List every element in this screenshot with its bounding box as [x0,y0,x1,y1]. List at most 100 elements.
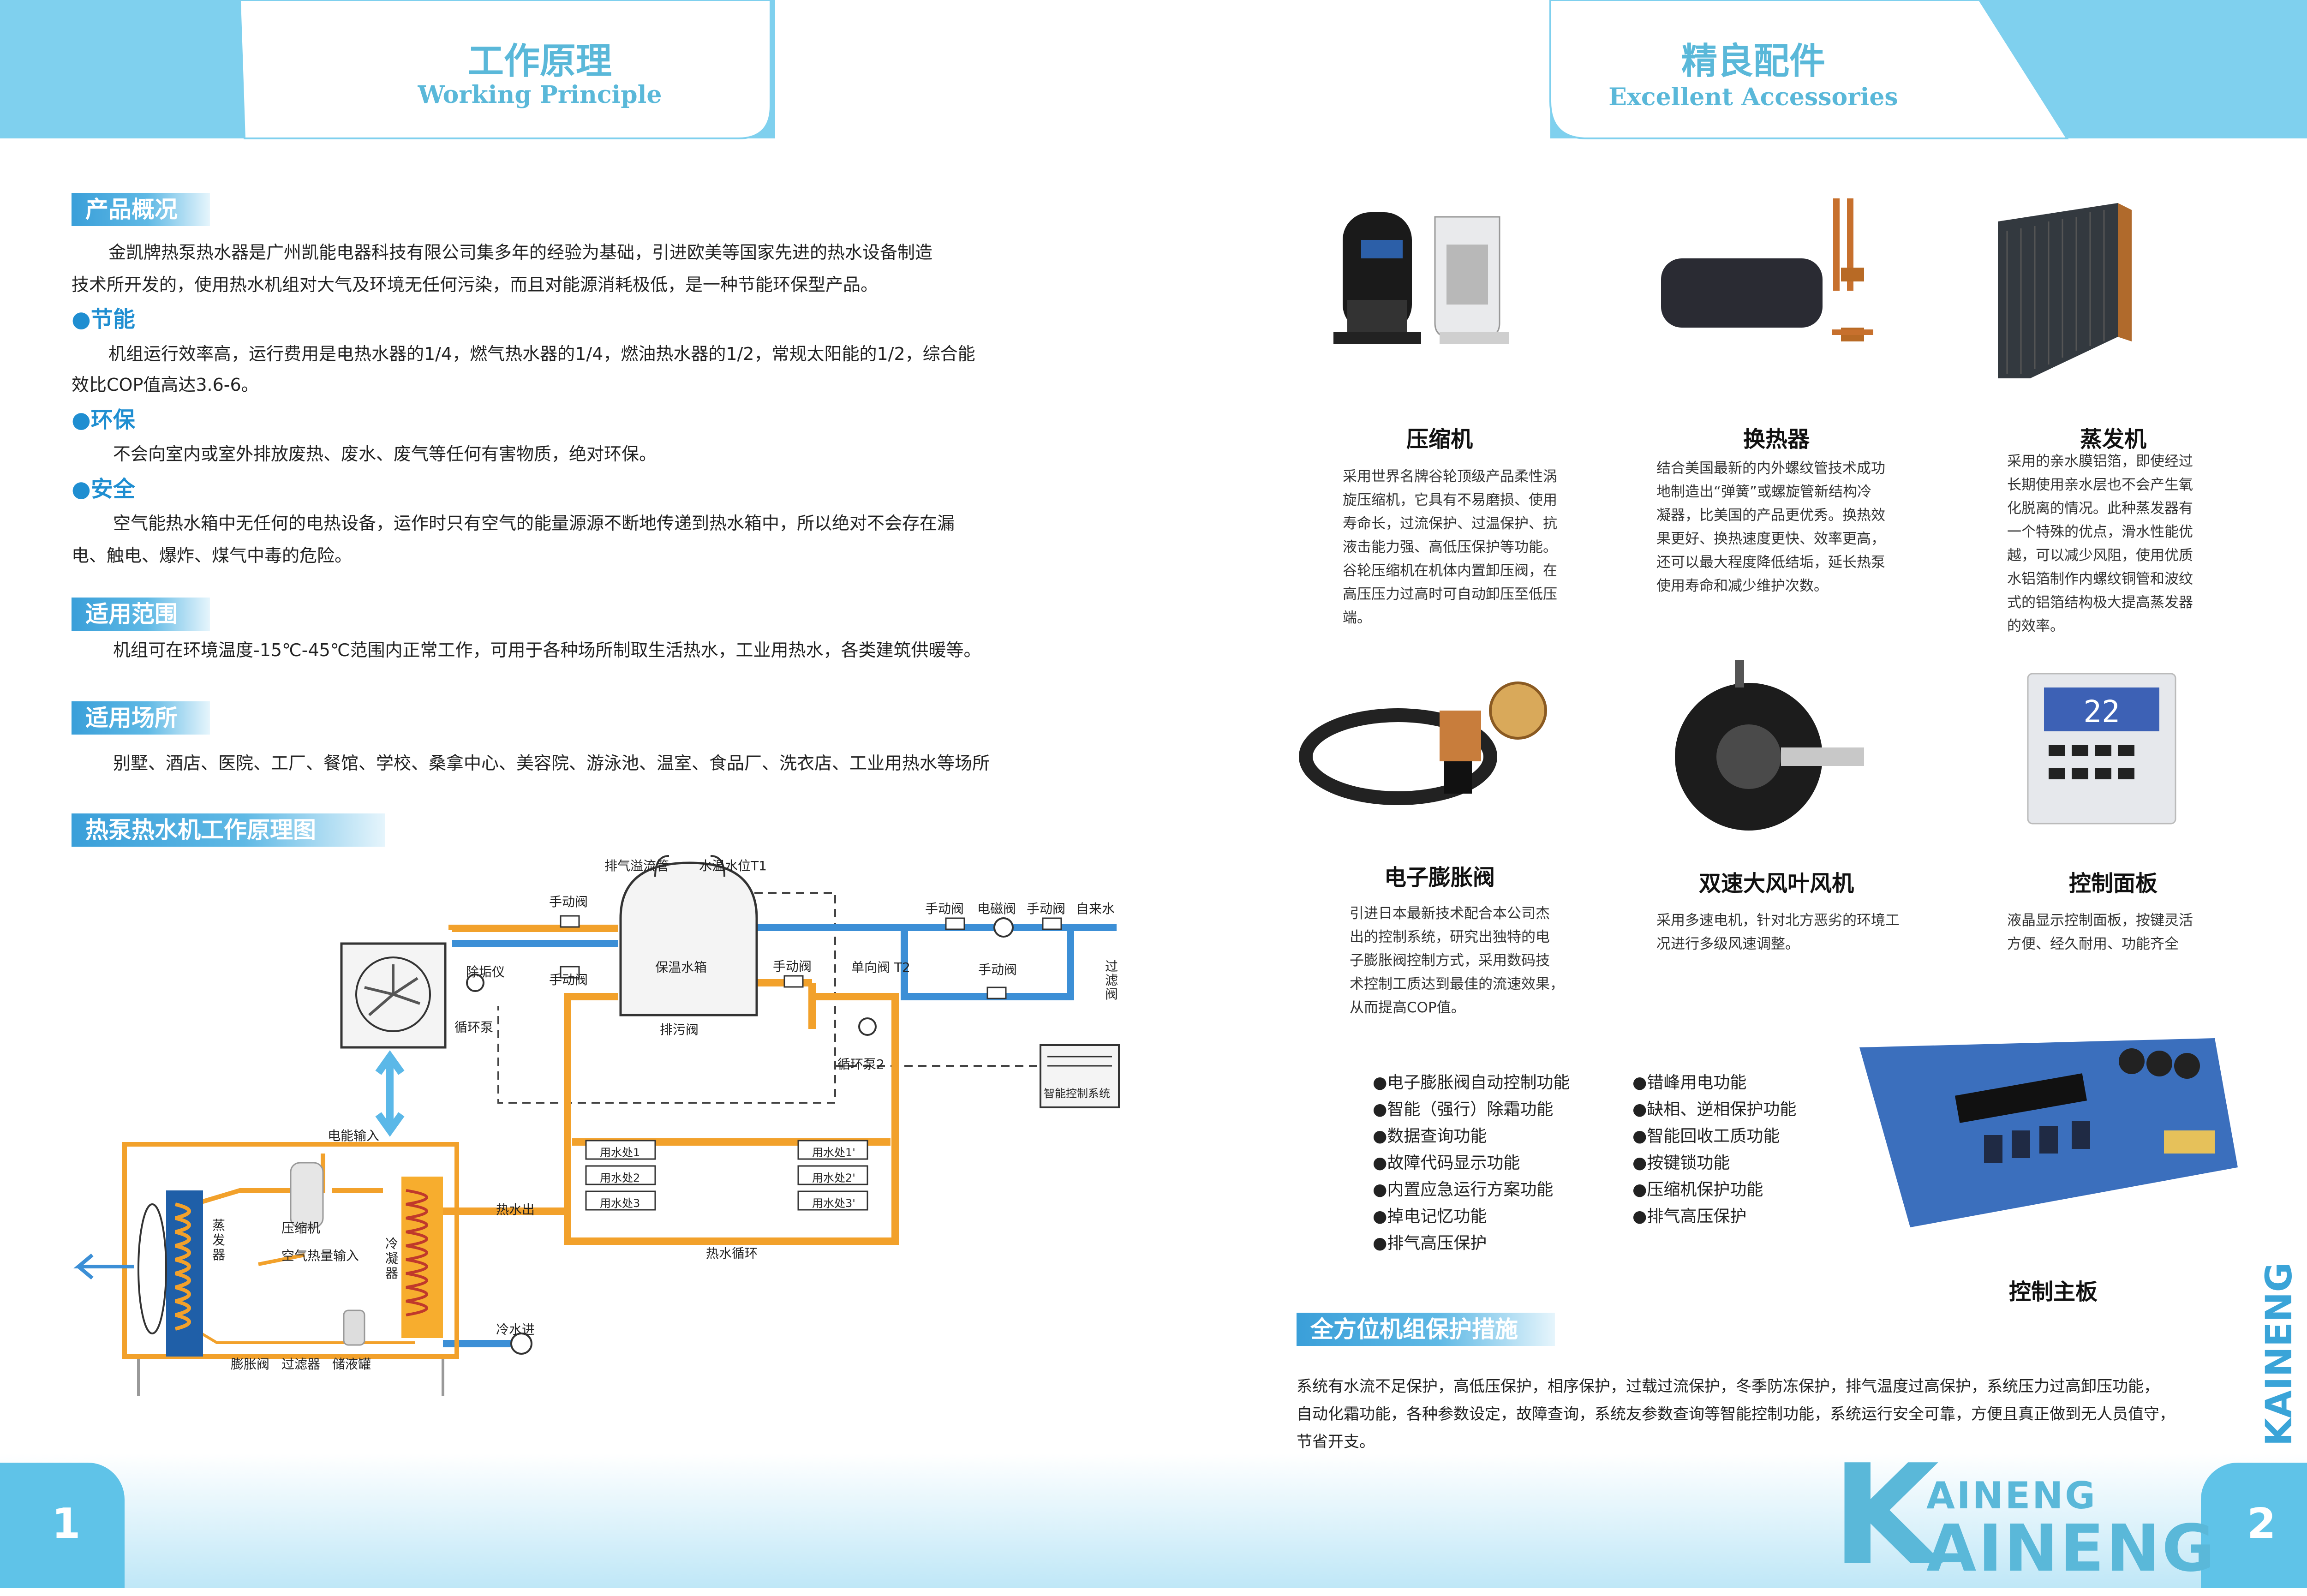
lbl-water-temp: 水温水位T1 [699,858,767,873]
lbl-control-system: 智能控制系统 [1044,1087,1110,1100]
feature-item: ●故障代码显示功能 [1373,1154,1520,1172]
fan-motor-image [1675,660,1864,831]
expansion-valve-image [1299,681,1547,805]
energy-line2: 效比COP值高达3.6-6。 [72,375,259,395]
desc-evaporator-line: 的效率。 [2007,618,2064,634]
diagram-heading: 热泵热水机工作原理图 [72,813,385,847]
lbl-manual-valve-1: 手动阀 [549,894,588,909]
product-name-fan: 双速大风叶风机 [1698,871,1854,897]
lbl-cold-water-in: 冷水进 [496,1322,535,1337]
desc-heat-exchanger-line: 地制造出“弹簧”或螺旋管新结构冷 [1656,484,1872,500]
desc-compressor-line: 液击能力强、高低压保护等功能。 [1343,539,1557,556]
panel-display-value: 22 [2083,694,2120,729]
desc-compressor-line: 采用世界名牌谷轮顶级产品柔性涡 [1343,468,1557,485]
product-name-compressor: 压缩机 [1406,426,1473,452]
brand-logo-top: AINENG [1926,1474,2097,1517]
desc-evaporator-line: 采用的亲水膜铝箔，即使经过 [2007,453,2193,470]
page-number-left: 1 [52,1500,81,1548]
protection-line1: 系统有水流不足保护，高低压保护，相序保护，过载过流保护，冬季防冻保护，排气温度过… [1297,1377,2159,1396]
desc-heat-exchanger-line: 结合美国最新的内外螺纹管技术成功 [1656,460,1885,477]
scope-line1: 机组可在环境温度-15℃-45℃范围内正常工作，可用于各种场所制取生活热水，工业… [113,640,981,660]
desc-heat-exchanger: 结合美国最新的内外螺纹管技术成功 地制造出“弹簧”或螺旋管新结构冷 凝器，比美国… [1656,457,1915,598]
lbl-manual-valve-5: 手动阀 [1027,901,1066,916]
page-number-right: 2 [2247,1500,2276,1548]
energy-line1: 机组运行效率高，运行费用是电热水器的1/4，燃气热水器的1/4，燃油热水器的1/… [108,344,975,364]
desc-compressor-line: 端。 [1343,610,1371,626]
control-board-title: 控制主板 [2008,1279,2098,1305]
product-name-evaporator: 蒸发机 [2080,426,2146,452]
desc-evaporator-line: 水铝箔制作内螺纹铜管和波纹 [2007,571,2193,587]
lbl-solenoid-valve: 电磁阀 [977,901,1016,916]
desc-control-panel-line: 液晶显示控制面板，按键灵活 [2007,912,2193,929]
protection-line2: 自动化霜功能，各种参数设定，故障查询，系统友参数查询等智能控制功能，系统运行安全… [1297,1405,2175,1423]
scope-heading: 适用范围 [72,598,210,631]
eco-label: ●环保 [72,407,135,433]
control-board-image [1859,1038,2238,1227]
feature-item: ●智能回收工质功能 [1632,1127,1780,1146]
desc-compressor-line: 谷轮压缩机在机体内置卸压阀，在 [1343,562,1557,579]
energy-label: ●节能 [72,306,135,332]
product-name-expansion-valve: 电子膨胀阀 [1384,865,1495,891]
right-title-en: Excellent Accessories [1608,83,1898,111]
desc-expansion-valve: 引进日本最新技术配合本公司杰 出的控制系统，研究出独特的电 子膨胀阀控制方式，采… [1350,902,1590,1020]
lbl-check-valve: 单向阀 T2 [851,960,910,975]
lbl-tap-water: 自来水 [1076,901,1115,916]
desc-evaporator: 采用的亲水膜铝箔，即使经过 长期使用亲水层也不会产生氧 化脱离的情况。此种蒸发器… [2007,450,2238,638]
brand-side-logo: KAINENG [2252,1262,2307,1449]
lbl-receiver: 储液罐 [332,1357,371,1372]
lbl-tank: 保温水箱 [655,960,707,975]
desc-fan-line: 采用多速电机，针对北方恶劣的环境工 [1656,912,1900,929]
brand-side-text: KAINENG [2259,1262,2300,1446]
right-title-cn: 精良配件 [1681,40,1825,82]
product-name-heat-exchanger: 换热器 [1743,426,1810,452]
desc-expansion-valve-line: 子膨胀阀控制方式，采用数码技 [1350,952,1550,969]
product-name-control-panel: 控制面板 [2068,871,2158,897]
feature-item: ●错峰用电功能 [1632,1073,1747,1092]
lbl-filter-valve: 过滤阀 [1105,959,1118,1002]
feature-item: ●排气高压保护 [1373,1234,1487,1253]
lbl-pump-1: 循环泵 [454,1020,494,1035]
desc-compressor-line: 旋压缩机，它具有不易磨损、使用 [1343,492,1557,508]
lbl-use-1: 用水处1 [600,1146,640,1159]
lbl-hot-loop: 热水循环 [706,1246,758,1261]
places-heading: 适用场所 [72,701,210,735]
lbl-manual-valve-6: 手动阀 [978,962,1017,977]
lbl-power-input: 电能输入 [328,1128,380,1143]
header-tabs-shape [239,0,2069,139]
lbl-exhaust-pipe: 排气溢流管 [604,858,669,873]
lbl-condenser: 冷凝器 [385,1236,399,1281]
desc-heat-exchanger-line: 果更好、换热速度更快、效率更高， [1656,531,1885,547]
desc-expansion-valve-line: 引进日本最新技术配合本公司杰 [1350,905,1550,922]
feature-item: ●电子膨胀阀自动控制功能 [1373,1073,1570,1092]
desc-expansion-valve-line: 术控制工质达到最佳的流速效果， [1350,976,1564,992]
desc-control-panel: 液晶显示控制面板，按键灵活 方便、经久耐用、功能齐全 [2007,909,2238,956]
lbl-compressor: 压缩机 [281,1220,321,1236]
overview-line1: 金凯牌热泵热水器是广州凯能电器科技有限公司集多年的经验为基础，引进欧美等国家先进… [108,242,933,263]
control-panel-image: 22 [2027,673,2176,825]
safety-line2: 电、触电、爆炸、煤气中毒的危险。 [72,545,353,566]
left-title-cn: 工作原理 [467,40,612,82]
feature-item: ●按键锁功能 [1632,1154,1730,1172]
places-line1: 别墅、酒店、医院、工厂、餐馆、学校、桑拿中心、美容院、游泳池、温室、食品厂、洗衣… [113,753,990,773]
desc-evaporator-line: 式的铝箔结构极大提高蒸发器 [2007,594,2193,611]
heat-exchanger-image [1661,198,1873,341]
lbl-pump-2: 循环泵2 [837,1057,885,1072]
overview-heading: 产品概况 [72,193,210,226]
protection-heading: 全方位机组保护措施 [1297,1313,1555,1346]
lbl-expansion-valve: 膨胀阀 [231,1357,270,1372]
desc-heat-exchanger-line: 使用寿命和减少维护次数。 [1656,578,1828,594]
lbl-evaporator: 蒸发器 [212,1218,226,1262]
lbl-manual-valve-3: 手动阀 [773,959,812,974]
evaporator-image [1998,203,2132,378]
lbl-filter: 过滤器 [281,1357,321,1372]
lbl-use-2b: 用水处2' [812,1172,855,1184]
feature-item: ●缺相、逆相保护功能 [1632,1100,1797,1119]
safety-line1: 空气能热水箱中无任何的电热设备，运作时只有空气的能量源源不断地传递到热水箱中，所… [113,513,955,533]
feature-item: ●排气高压保护 [1632,1207,1747,1226]
desc-expansion-valve-line: 从而提高COP值。 [1350,999,1465,1016]
lbl-descaler: 除垢仪 [466,964,505,980]
desc-evaporator-line: 越，可以减少风阻，使用优质 [2007,547,2193,564]
header-white-middle [775,0,1550,138]
brand-logo-bottom: AINENG [1926,1511,2217,1586]
desc-fan-line: 况进行多级风速调整。 [1656,936,1799,952]
